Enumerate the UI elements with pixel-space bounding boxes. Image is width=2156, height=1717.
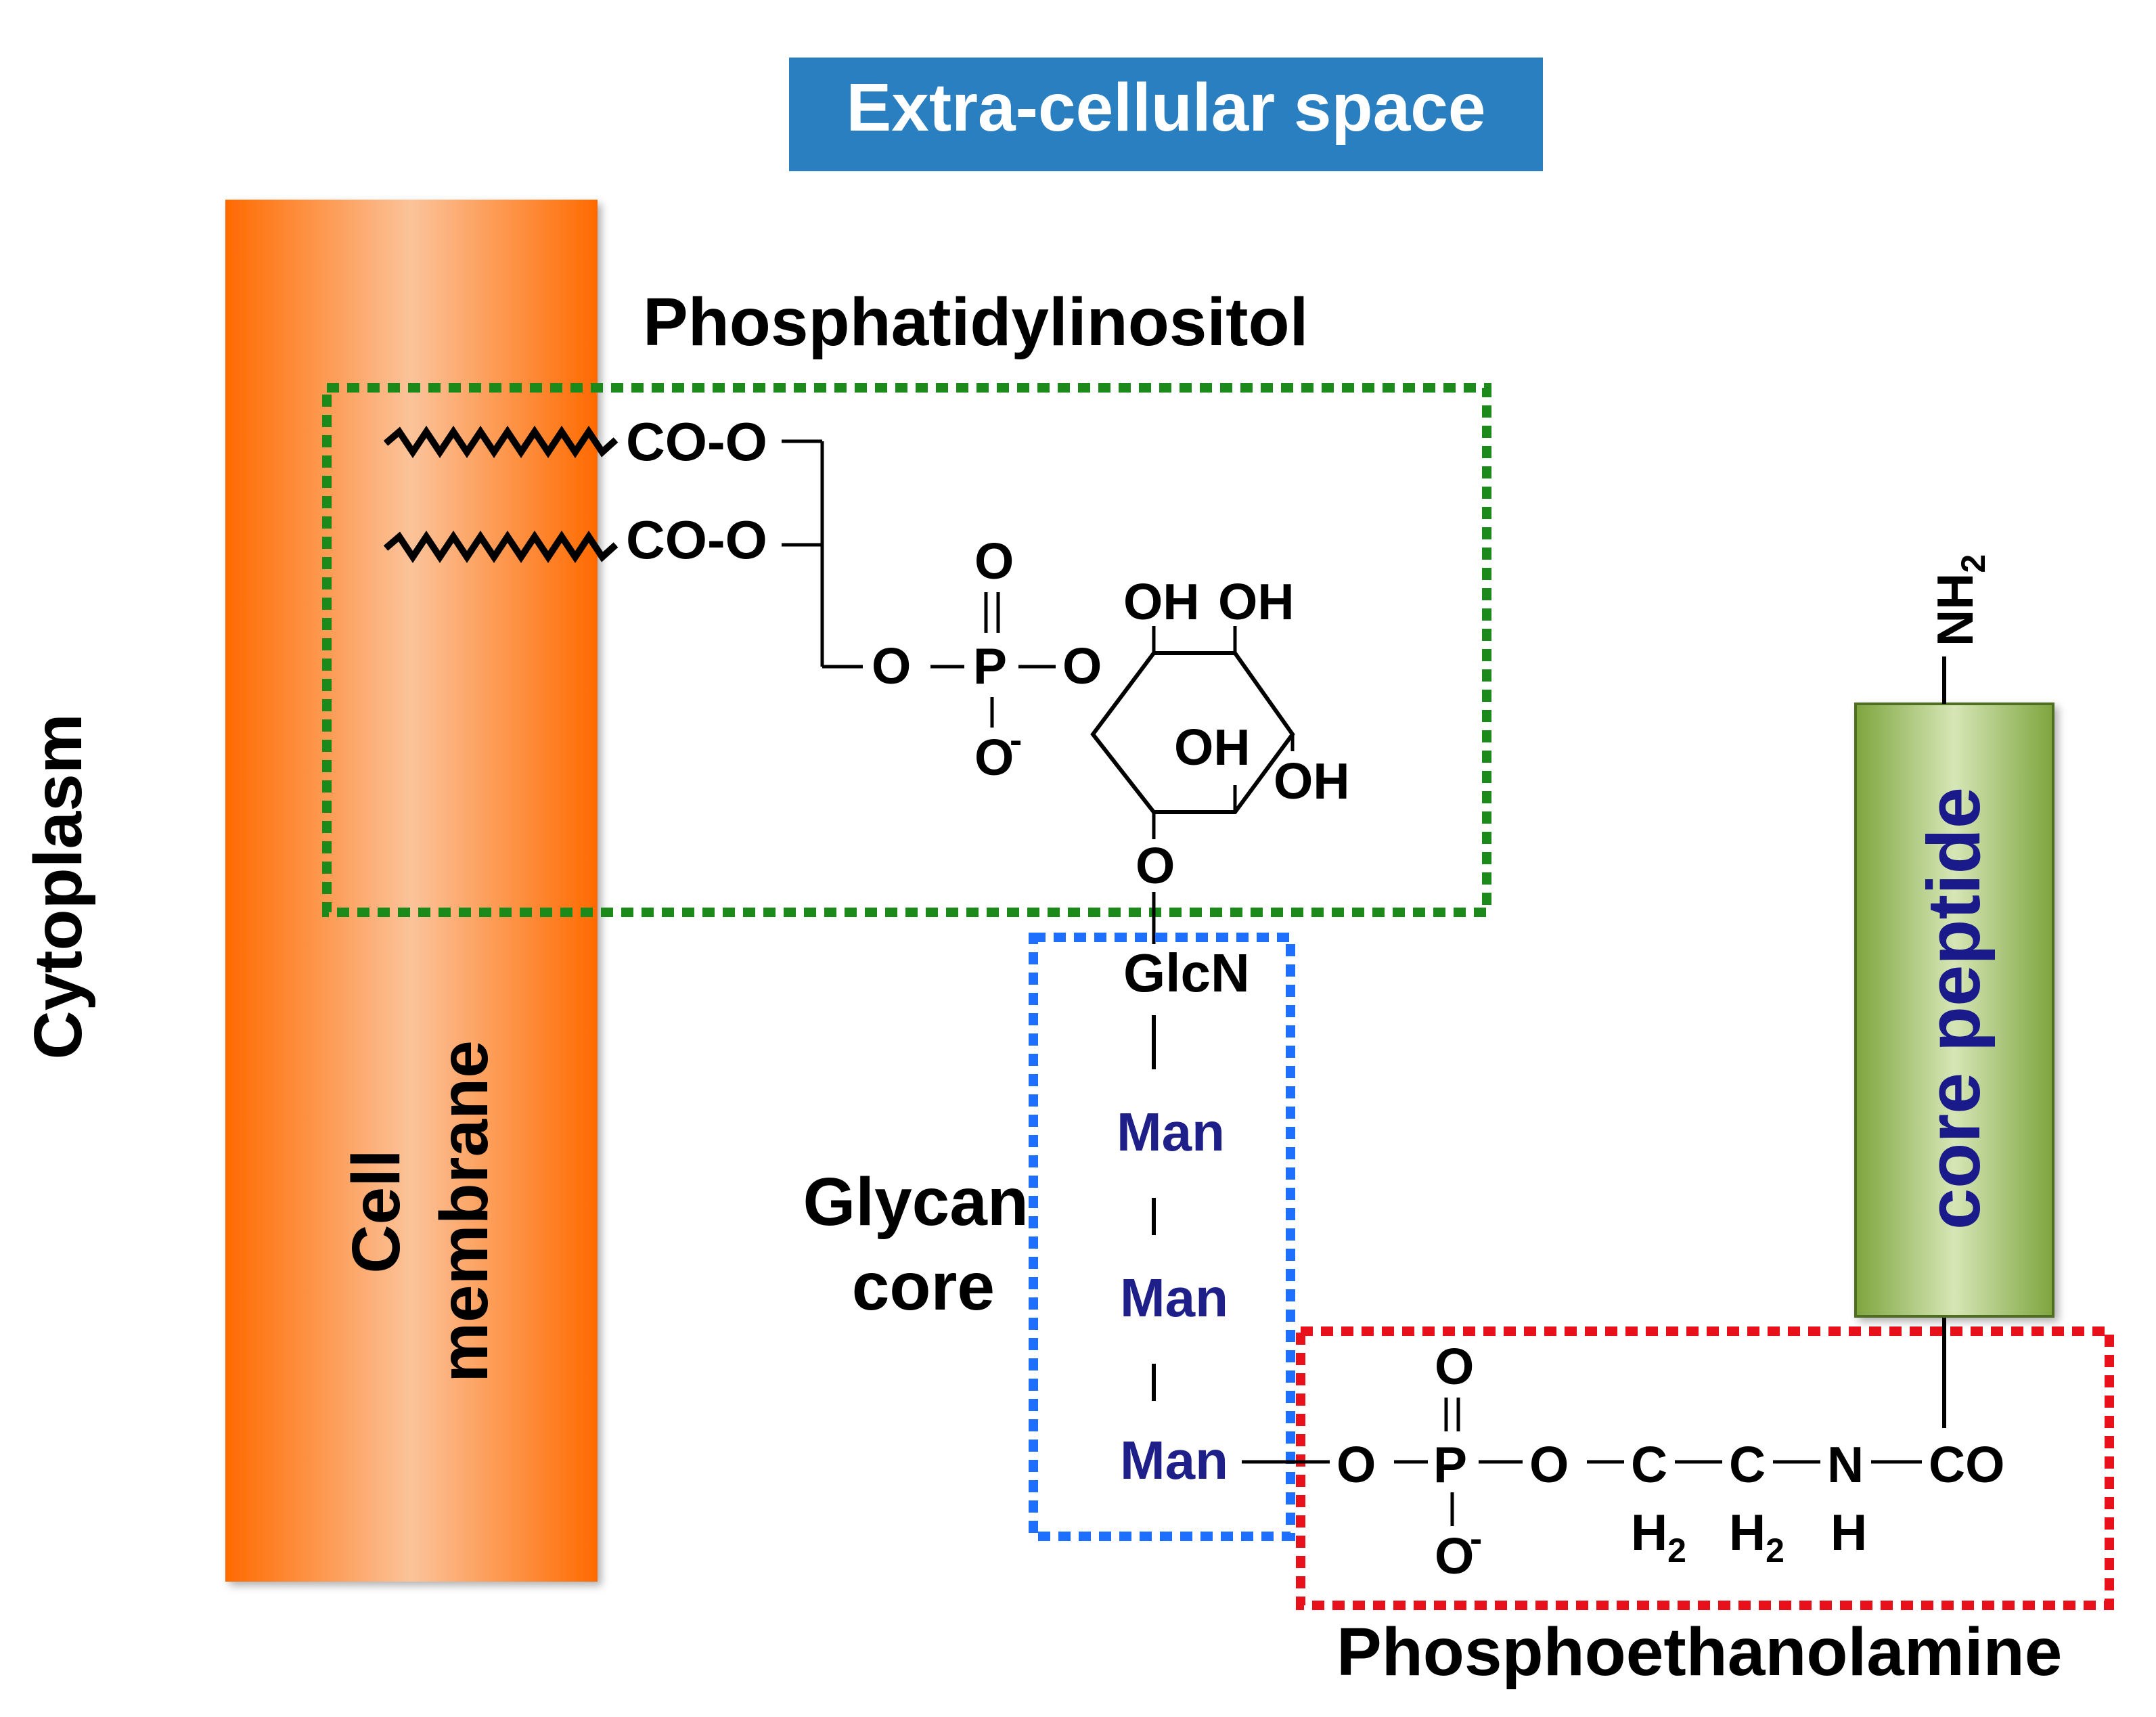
man-residue-1: Man	[1117, 1102, 1225, 1162]
etn-n: N	[1827, 1436, 1864, 1493]
glcn-residue: GlcN	[1123, 943, 1250, 1003]
man-residue-2: Man	[1120, 1268, 1228, 1328]
extracellular-label: Extra-cellular space	[847, 70, 1486, 146]
etn-p: P	[1433, 1436, 1467, 1493]
phosphoethanolamine-box	[1296, 1326, 2114, 1610]
core-peptide	[1854, 703, 2054, 1318]
membrane-label-line2: membrane	[426, 1040, 502, 1383]
membrane-label-line1: Cell	[338, 1149, 414, 1273]
pi-phosphate-top-o: O	[974, 533, 1014, 589]
core-peptide-label: core peptide	[1912, 787, 1996, 1230]
ester-group-2: CO-O	[626, 510, 767, 570]
etn-h2-2: H2	[1729, 1504, 1784, 1569]
peptide-nh: NH	[1927, 573, 1983, 646]
etn-c2: C	[1729, 1436, 1766, 1493]
phosphatidylinositol-label: Phosphatidylinositol	[643, 284, 1308, 360]
pi-phosphate-charge: -	[1010, 719, 1022, 761]
extracellular-label-box: Extra-cellular space	[789, 58, 1543, 171]
ester-group-1: CO-O	[626, 411, 767, 472]
etn-o-top: O	[1435, 1338, 1474, 1395]
fatty-acid-chain-2	[383, 530, 619, 564]
inositol-oh-3: OH	[1174, 719, 1251, 776]
inositol-oh-2: OH	[1218, 573, 1295, 630]
glycerol-backbone	[782, 439, 863, 669]
pi-phosphate-right-o: O	[1062, 638, 1102, 694]
etn-co: CO	[1929, 1436, 2005, 1493]
etn-o-right: O	[1529, 1436, 1569, 1493]
pi-phosphate-p: P	[973, 638, 1007, 694]
etn-c1: C	[1631, 1436, 1667, 1493]
inositol-oh-4: OH	[1274, 753, 1350, 809]
etn-charge: -	[1470, 1517, 1482, 1559]
etn-o-bottom: O	[1435, 1528, 1474, 1584]
peptide-nh2: NH2	[1927, 554, 1992, 646]
phosphatidylinositol-box	[322, 383, 1491, 917]
etn-h2-1-sub: 2	[1667, 1532, 1686, 1569]
pi-phosphate-bottom-o: O	[974, 729, 1014, 786]
fatty-acid-chain-1	[383, 425, 619, 459]
glycan-core-label-line2: core	[852, 1249, 995, 1324]
etn-h: H	[1831, 1504, 1867, 1561]
pi-double-bond	[984, 592, 1000, 633]
cytoplasm-label: Cytoplasm	[20, 713, 96, 1059]
etn-h2-2-sub: 2	[1766, 1532, 1784, 1569]
peptide-nh-sub: 2	[1954, 554, 1992, 573]
pi-phosphate-left-o: O	[872, 638, 911, 694]
cell-membrane	[225, 200, 598, 1582]
extracellular-banner	[789, 58, 1543, 171]
etn-h2-1-h: H	[1631, 1504, 1667, 1561]
glycan-core-box	[1029, 933, 1295, 1541]
glycan-core-label-line1: Glycan	[803, 1164, 1029, 1240]
etn-h2-2-h: H	[1729, 1504, 1766, 1561]
phosphoethanolamine-label: Phosphoethanolamine	[1337, 1614, 2062, 1690]
man-residue-3: Man	[1120, 1430, 1228, 1490]
etn-h2-1: H2	[1631, 1504, 1686, 1569]
inositol-glycosidic-o: O	[1136, 837, 1175, 894]
inositol-oh-1: OH	[1123, 573, 1200, 630]
etn-double-bond	[1444, 1398, 1460, 1431]
etn-o-left: O	[1337, 1436, 1376, 1493]
